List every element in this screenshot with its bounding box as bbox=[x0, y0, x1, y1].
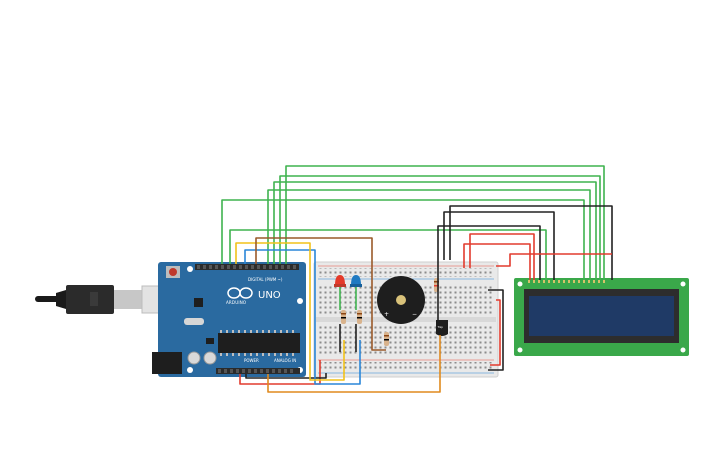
analog-header-label: ANALOG IN bbox=[274, 358, 296, 363]
resistor-3[interactable] bbox=[384, 332, 389, 346]
svg-text:−: − bbox=[412, 311, 417, 318]
svg-text:+: + bbox=[384, 311, 389, 318]
temperature-sensor[interactable]: Tmp bbox=[436, 320, 448, 336]
sensor-label: Tmp bbox=[438, 325, 444, 329]
usb-cable[interactable] bbox=[35, 285, 175, 314]
resistor-1[interactable] bbox=[341, 310, 346, 324]
resistor-2[interactable] bbox=[357, 310, 362, 324]
arduino-logo-text: ARDUINO bbox=[226, 300, 246, 305]
atmega-chip bbox=[218, 333, 300, 353]
arduino-logo: ARDUINO bbox=[226, 287, 253, 305]
lcd-screen bbox=[529, 296, 674, 336]
led-red[interactable] bbox=[334, 275, 346, 287]
power-header-label: POWER bbox=[244, 358, 259, 363]
power-analog-header[interactable] bbox=[216, 368, 300, 374]
led-blue[interactable] bbox=[350, 275, 362, 287]
arduino-uno-board[interactable]: ARDUINO UNO DIGITAL (PWM ~) POWER ANALOG… bbox=[152, 262, 306, 377]
piezo-buzzer[interactable]: + − bbox=[377, 276, 425, 324]
wires bbox=[221, 165, 613, 393]
reset-button[interactable] bbox=[169, 268, 177, 276]
digital-header-label: DIGITAL (PWM ~) bbox=[248, 277, 283, 282]
power-jack bbox=[152, 352, 182, 374]
lcd-display[interactable] bbox=[514, 278, 689, 356]
board-model-label: UNO bbox=[258, 290, 281, 301]
